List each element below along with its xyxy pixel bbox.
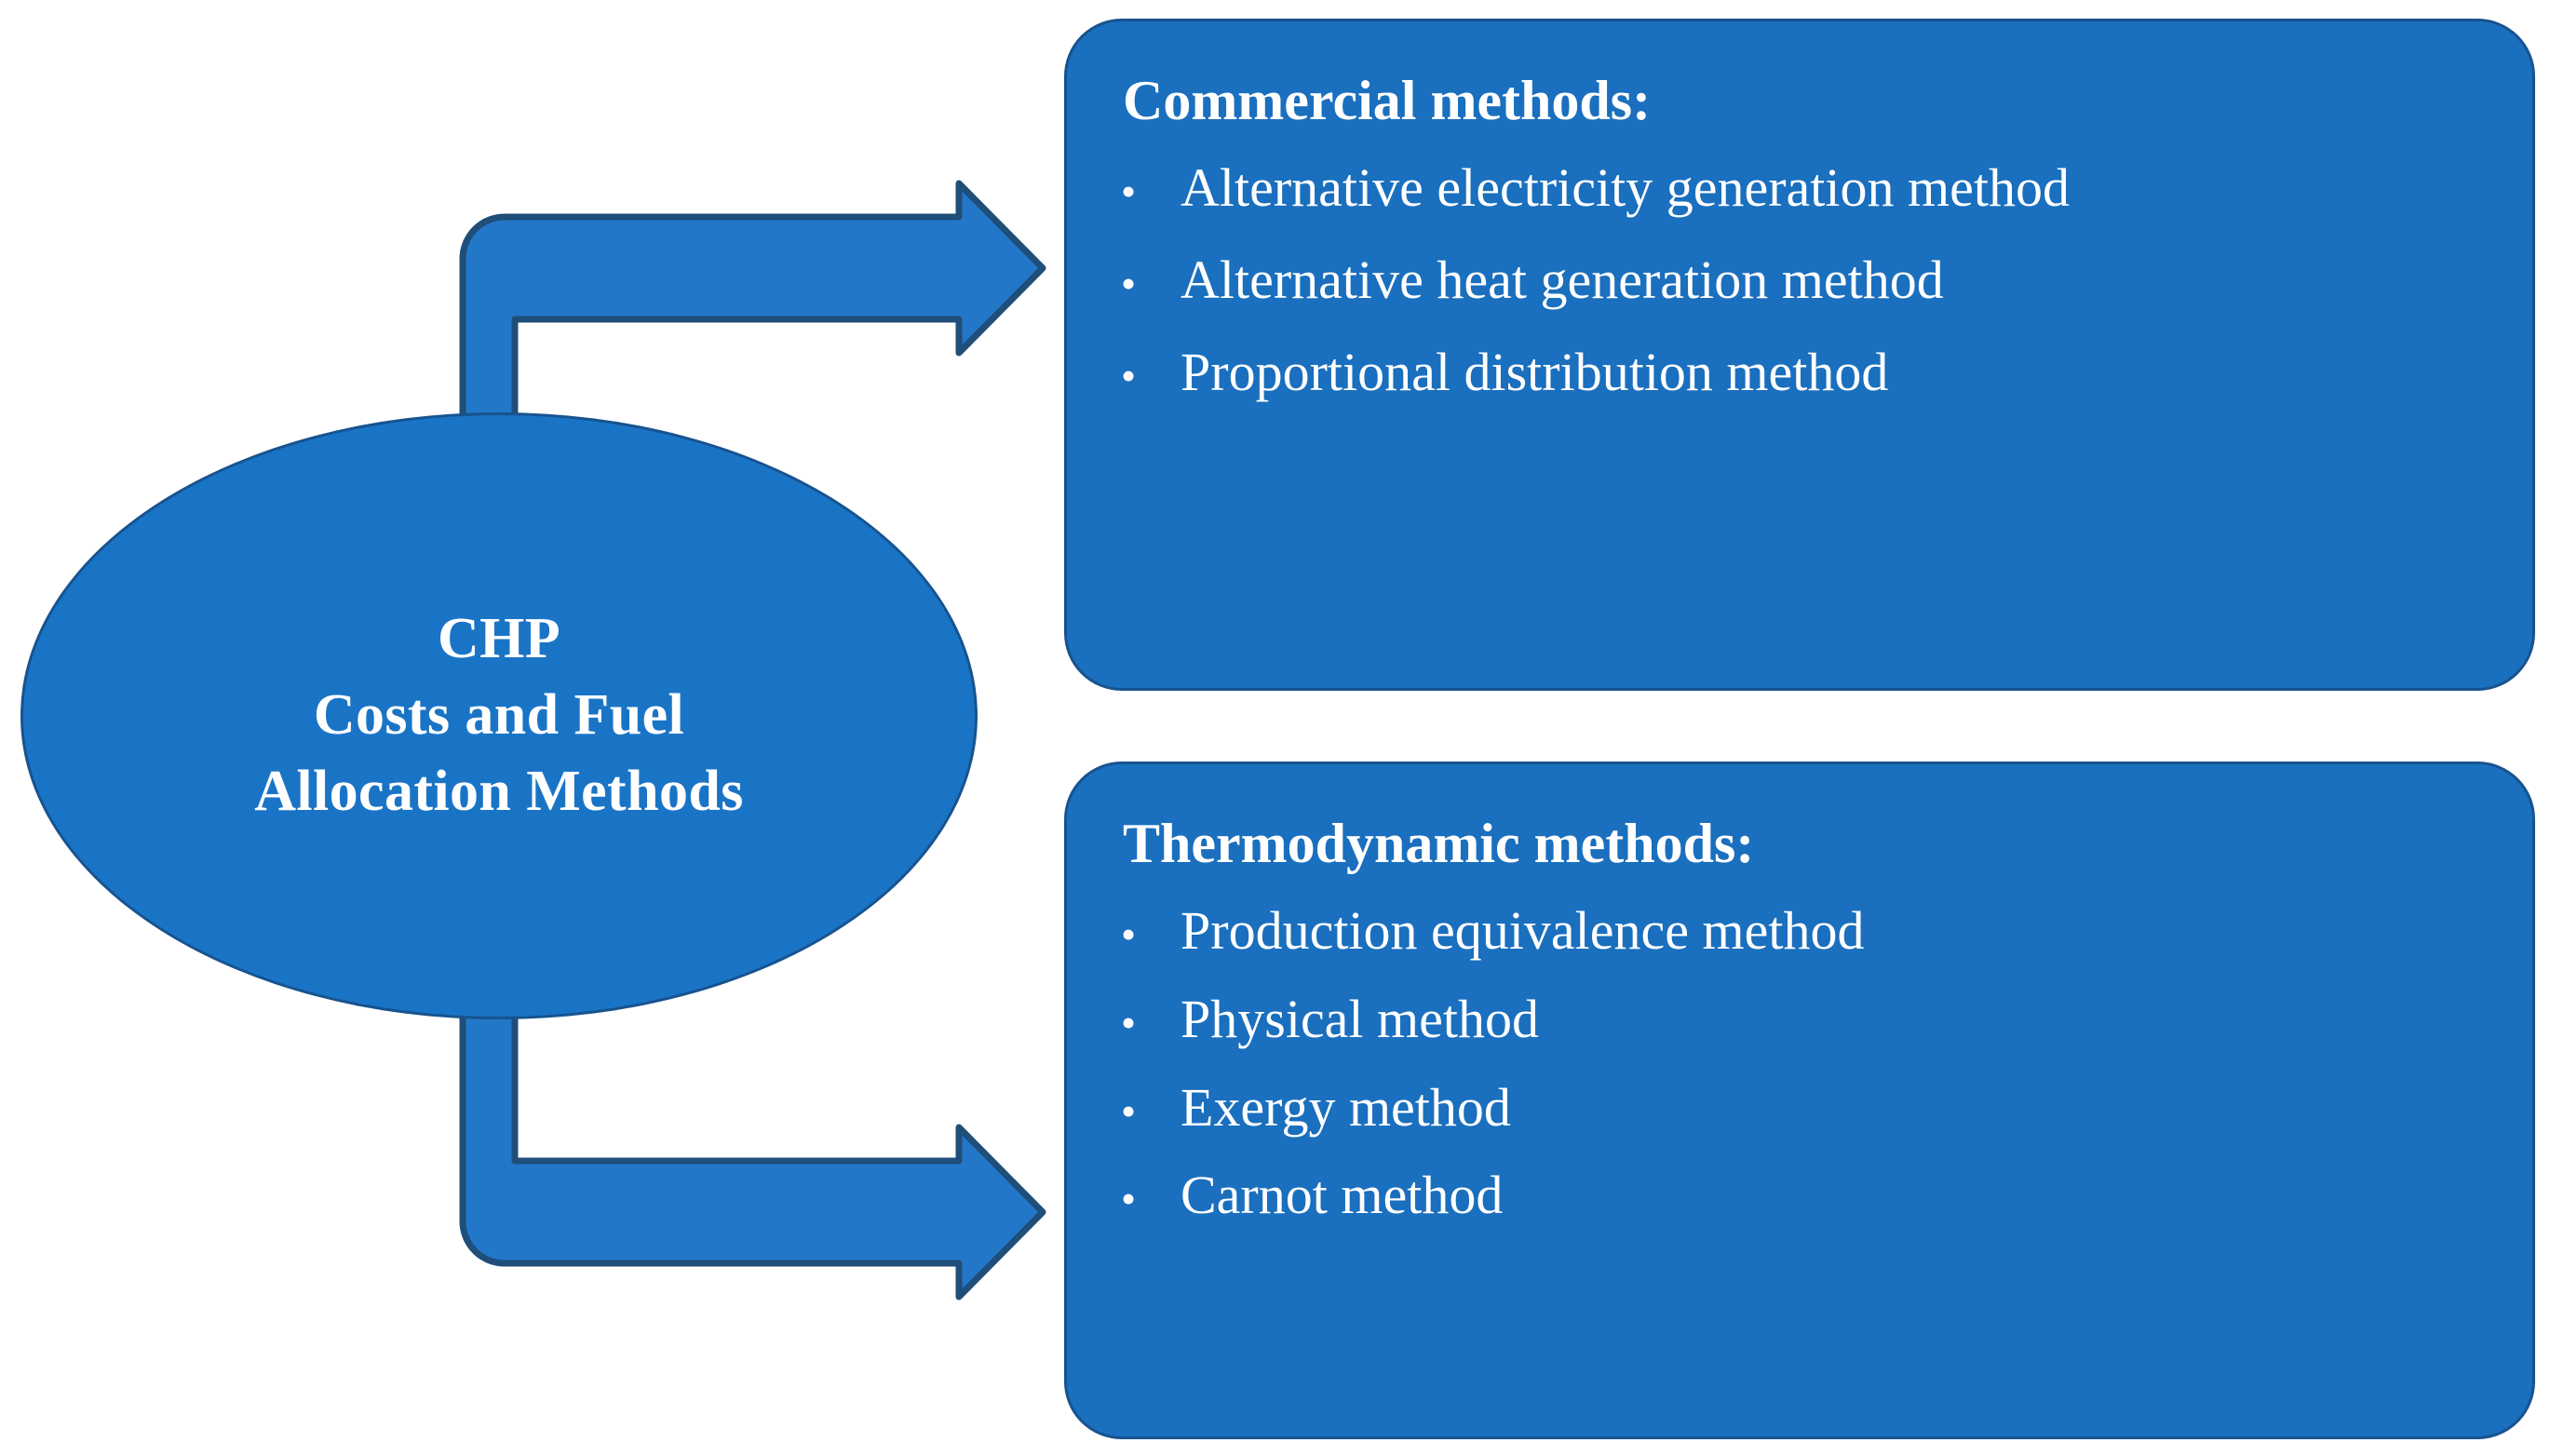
commercial-methods-heading: Commercial methods: <box>1123 70 1652 131</box>
center-node-line-2: Costs and Fuel <box>313 683 685 748</box>
list-item: • Proportional distribution method <box>1121 340 2495 406</box>
list-item: • Production equivalence method <box>1121 898 2495 964</box>
arrow-to-commercial <box>459 180 1046 446</box>
commercial-methods-list: • Alternative electricity generation met… <box>1121 155 2495 405</box>
thermodynamic-methods-heading: Thermodynamic methods: <box>1123 813 1755 874</box>
list-item-label: Proportional distribution method <box>1181 341 1889 402</box>
bullet-icon: • <box>1121 1086 1137 1135</box>
arrow-right-icon <box>459 180 1046 446</box>
bullet-icon: • <box>1121 998 1137 1046</box>
list-item: • Carnot method <box>1121 1163 2495 1229</box>
center-node-line-1: CHP <box>437 607 561 671</box>
list-item-label: Alternative heat generation method <box>1181 249 1944 310</box>
list-item-label: Carnot method <box>1181 1165 1504 1226</box>
bullet-icon: • <box>1121 168 1137 215</box>
bullet-icon: • <box>1121 1175 1137 1223</box>
thermodynamic-methods-box: Thermodynamic methods: • Production equi… <box>1064 762 2535 1439</box>
bullet-icon: • <box>1121 910 1137 958</box>
arrow-right-icon <box>459 997 1046 1301</box>
list-item: • Physical method <box>1121 987 2495 1053</box>
center-node-line-3: Allocation Methods <box>254 759 744 823</box>
arrow-to-thermodynamic <box>459 997 1046 1301</box>
thermodynamic-methods-list: • Production equivalence method • Physic… <box>1121 898 2495 1229</box>
center-node-chp: CHP Costs and Fuel Allocation Methods <box>20 412 978 1019</box>
list-item-label: Production equivalence method <box>1181 900 1865 961</box>
list-item-label: Exergy method <box>1181 1076 1511 1138</box>
commercial-methods-box: Commercial methods: • Alternative electr… <box>1064 19 2535 691</box>
list-item: • Alternative heat generation method <box>1121 248 2495 314</box>
list-item-label: Alternative electricity generation metho… <box>1181 157 2070 218</box>
bullet-icon: • <box>1121 259 1137 307</box>
list-item-label: Physical method <box>1181 988 1540 1049</box>
list-item: • Alternative electricity generation met… <box>1121 155 2495 222</box>
list-item: • Exergy method <box>1121 1075 2495 1141</box>
bullet-icon: • <box>1121 351 1137 399</box>
